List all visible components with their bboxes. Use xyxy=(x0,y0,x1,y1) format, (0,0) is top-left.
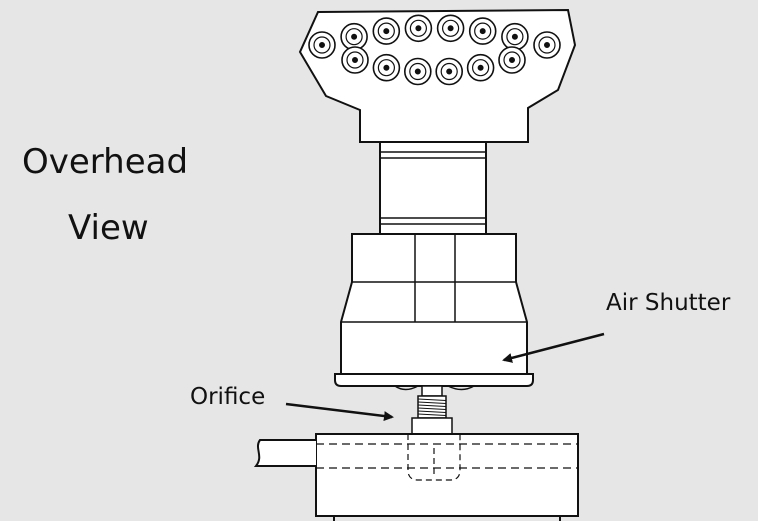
burner-head xyxy=(298,8,577,143)
burner-ports xyxy=(308,14,561,86)
orifice-fitting xyxy=(411,385,453,435)
air-shutter-label: Air Shutter xyxy=(606,290,731,316)
air-shutter xyxy=(334,233,534,391)
orifice-arrow xyxy=(285,402,394,421)
title-view: View xyxy=(68,208,149,248)
gas-manifold xyxy=(253,433,579,521)
orifice-label: Orifice xyxy=(190,384,266,410)
air-shutter-arrow xyxy=(502,332,605,363)
mixing-tube xyxy=(379,141,487,235)
title-overhead: Overhead xyxy=(22,142,189,182)
